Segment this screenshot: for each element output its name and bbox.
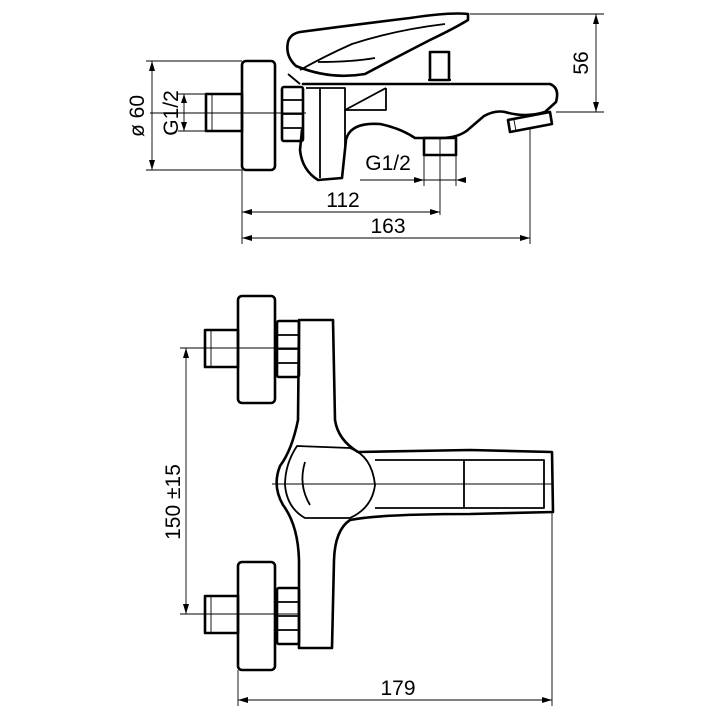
- dim-thread-inlet-label: G1/2: [160, 90, 183, 136]
- side-spout-tip: [506, 110, 554, 134]
- dim-diameter-60-label: ø 60: [126, 95, 149, 137]
- front-lower-hex-nut: [275, 586, 301, 646]
- dim-thread-outlet: G1/2: [360, 152, 466, 186]
- dim-length-163: 163: [242, 128, 531, 244]
- dim-spacing-150: 150 ±15: [162, 348, 189, 614]
- dim-width-179-label: 179: [380, 677, 415, 700]
- dim-length-112: 112: [241, 170, 440, 244]
- side-view: 56 ø 60 G1/2 G1/2: [126, 12, 604, 244]
- dim-height-56: 56: [470, 13, 604, 113]
- dim-height-56-label: 56: [570, 51, 593, 74]
- dim-length-112-label: 112: [326, 189, 359, 212]
- side-lever-handle: [286, 12, 470, 78]
- front-upper-inlet-pipe: [203, 328, 240, 369]
- side-hex-nut: [280, 85, 305, 143]
- dim-thread-inlet: G1/2: [160, 90, 206, 136]
- front-upper-rosette: [236, 294, 277, 405]
- dim-spacing-150-label: 150 ±15: [162, 464, 185, 540]
- side-wall-rosette: [240, 59, 277, 172]
- side-inlet-pipe: [204, 92, 244, 133]
- side-mixer-body: [298, 82, 559, 182]
- front-lower-inlet-pipe: [203, 594, 240, 635]
- dim-width-179: 179: [237, 512, 553, 706]
- front-lever-face: [284, 445, 376, 519]
- front-lower-rosette: [236, 560, 277, 672]
- dim-diameter-60: ø 60: [126, 60, 242, 171]
- front-view: 150 ±15 179: [162, 294, 555, 706]
- front-upper-hex-nut: [275, 319, 301, 379]
- side-diverter-knob: [428, 50, 451, 82]
- dim-length-163-label: 163: [370, 215, 405, 238]
- dim-thread-outlet-label: G1/2: [365, 152, 411, 175]
- front-vertical-body: [275, 318, 555, 650]
